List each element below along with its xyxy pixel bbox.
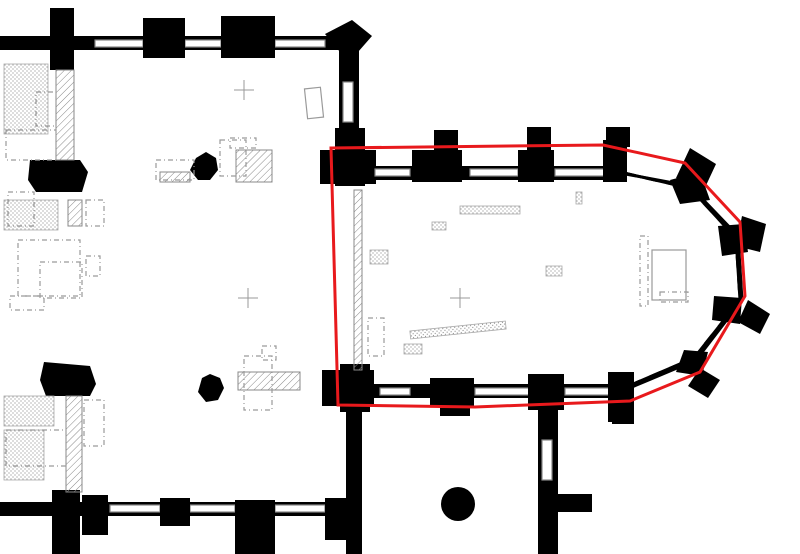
dotted-fill xyxy=(3,395,55,427)
ghost-outline xyxy=(85,255,101,277)
speck-cluster xyxy=(545,265,563,277)
pier xyxy=(82,495,108,535)
ghost-outline xyxy=(85,199,105,227)
dotted-fill xyxy=(3,63,49,135)
ghost-outline xyxy=(639,235,649,307)
ghost-outline xyxy=(219,139,247,177)
ghost-outline xyxy=(229,137,257,149)
hatched-column xyxy=(67,199,83,227)
ghost-outline xyxy=(39,261,83,299)
round-column xyxy=(441,487,475,521)
ghost-outline xyxy=(9,295,45,311)
ghost-outline xyxy=(243,355,273,411)
speck-cluster xyxy=(369,249,389,265)
choir-south-window-3 xyxy=(564,387,611,396)
round-column xyxy=(198,374,224,402)
pier xyxy=(221,16,275,58)
ghost-outline xyxy=(35,91,57,127)
nave-south-window-3 xyxy=(274,504,326,513)
pier xyxy=(440,390,470,416)
speck-cluster xyxy=(431,221,447,231)
apse-pier xyxy=(688,368,720,398)
dotted-fill xyxy=(3,199,59,231)
nave-east-window xyxy=(342,81,354,123)
pier xyxy=(235,500,275,554)
ghost-outline xyxy=(367,317,385,357)
nave-south-window-2 xyxy=(189,504,236,513)
choir-south-window-2 xyxy=(474,387,536,396)
speck-cluster xyxy=(459,205,521,215)
apse-pier xyxy=(712,296,742,324)
ghost-outline xyxy=(17,239,81,297)
pier xyxy=(606,127,630,147)
nave-south-window-1 xyxy=(109,504,161,513)
hatched-column xyxy=(55,69,75,161)
dotted-fill xyxy=(3,429,45,481)
choir-north-window-2 xyxy=(469,168,519,177)
hatched-column xyxy=(159,171,191,183)
choir-north-window-1 xyxy=(374,168,411,177)
choir-south-window-1 xyxy=(379,387,411,396)
pier xyxy=(556,494,592,512)
speck-cluster xyxy=(403,343,423,355)
pier xyxy=(40,362,96,396)
pier xyxy=(527,127,551,157)
pier xyxy=(325,20,372,52)
speck-cluster xyxy=(575,191,583,205)
nave-north-window-3 xyxy=(274,39,326,48)
apse-pier xyxy=(738,300,770,334)
ghost-outline xyxy=(5,129,57,161)
choir xyxy=(353,127,770,554)
ghost-outline xyxy=(303,86,325,120)
nave xyxy=(0,8,475,554)
pier xyxy=(50,8,74,70)
hatched-column xyxy=(353,189,363,371)
pier xyxy=(143,18,185,58)
hatched-column xyxy=(235,149,273,183)
pier xyxy=(612,410,634,424)
speck-cluster xyxy=(409,320,507,340)
pier xyxy=(52,490,80,554)
pier xyxy=(160,498,190,526)
ghost-outline xyxy=(7,191,35,227)
floor-specks xyxy=(369,191,583,355)
altar-outline xyxy=(651,249,687,301)
apse-pier xyxy=(718,224,748,256)
ghost-outline xyxy=(659,291,689,303)
ghost-outline xyxy=(261,345,277,361)
choir-north-window-3 xyxy=(554,168,606,177)
highlight-outline xyxy=(329,143,747,409)
pier xyxy=(28,160,88,192)
pier xyxy=(434,130,458,170)
hatched-column xyxy=(237,371,301,391)
round-column xyxy=(190,152,218,180)
ghost-outline xyxy=(83,399,105,447)
nave-east-wall-lower xyxy=(346,400,362,554)
south-annex-window xyxy=(541,439,553,481)
nave-north-window-2 xyxy=(184,39,222,48)
hatched-column xyxy=(65,395,83,493)
nave-north-window-1 xyxy=(94,39,144,48)
